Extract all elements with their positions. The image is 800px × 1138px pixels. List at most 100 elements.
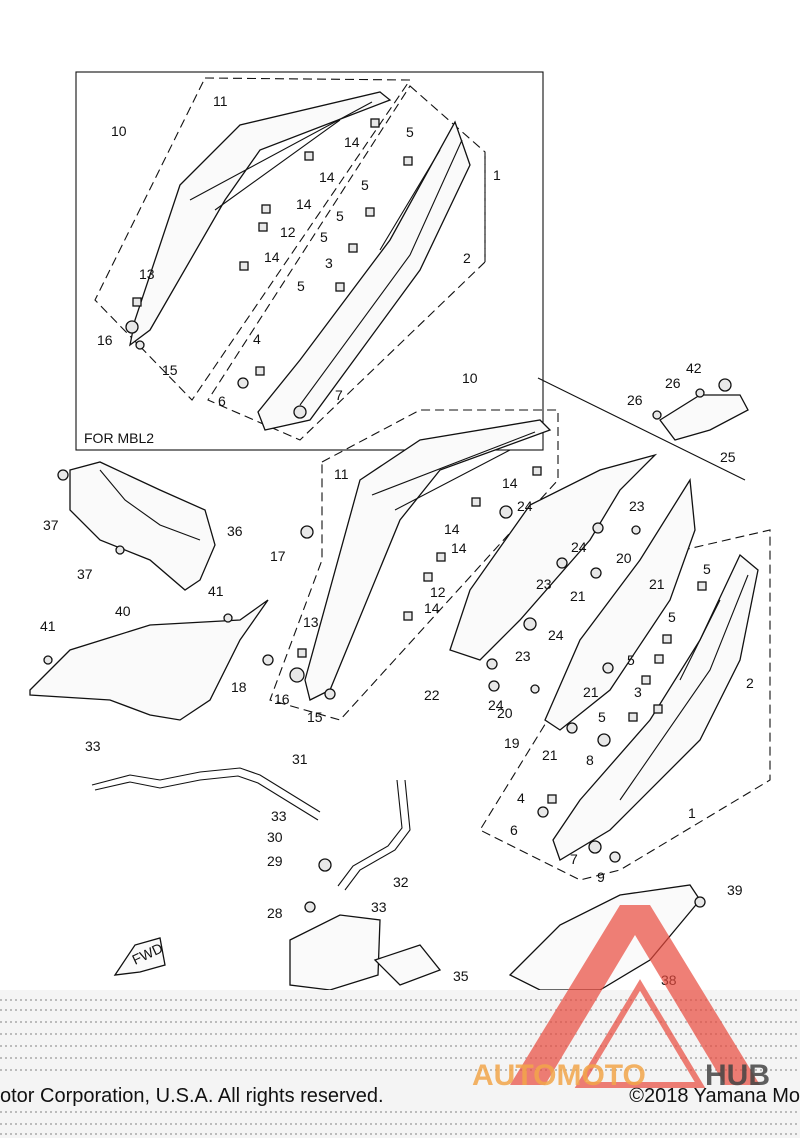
callout-5: 5 <box>320 229 328 245</box>
callout-35: 35 <box>453 968 469 984</box>
callout-26: 26 <box>665 375 681 391</box>
inset-box: FOR MBL2 <box>75 71 544 451</box>
callout-40: 40 <box>115 603 131 619</box>
callout-41: 41 <box>208 583 224 599</box>
callout-13: 13 <box>303 614 319 630</box>
hose-32 <box>344 779 411 891</box>
callout-2: 2 <box>746 675 754 691</box>
inset-side-cover-right-edges <box>299 139 463 406</box>
callout-16: 16 <box>97 332 113 348</box>
callout-5: 5 <box>668 609 676 625</box>
footer-band: otor Corporation, U.S.A. All rights rese… <box>0 990 800 1138</box>
side-cover-1 <box>552 553 759 861</box>
callout-23: 23 <box>515 648 531 664</box>
inset-side-cover-left-edges <box>189 101 373 211</box>
callout-33: 33 <box>85 738 101 754</box>
callout-24: 24 <box>517 498 533 514</box>
inner-bracket-22 <box>449 453 658 661</box>
callout-4: 4 <box>253 331 261 347</box>
callout-14: 14 <box>444 521 460 537</box>
callout-24: 24 <box>488 697 504 713</box>
callout-26: 26 <box>627 392 643 408</box>
callout-30: 30 <box>267 829 283 845</box>
inset-group-outline-left <box>94 77 412 401</box>
callout-9: 9 <box>597 869 605 885</box>
callout-2: 2 <box>463 250 471 266</box>
seat-cowl <box>69 461 216 591</box>
callout-24: 24 <box>571 539 587 555</box>
callout-6: 6 <box>510 822 518 838</box>
callout-5: 5 <box>406 124 414 140</box>
leader-25 <box>537 377 746 481</box>
callout-14: 14 <box>424 600 440 616</box>
callout-12: 12 <box>430 584 446 600</box>
group-outline-cover-right <box>479 529 771 881</box>
watermark-text-2: HUB <box>705 1059 770 1092</box>
inset-group-outline-center <box>207 85 486 441</box>
callout-19: 19 <box>504 735 520 751</box>
canister <box>289 914 381 991</box>
callout-8: 8 <box>586 752 594 768</box>
fwd-arrow: FWD <box>113 937 166 976</box>
callout-7: 7 <box>335 387 343 403</box>
callout-11: 11 <box>213 93 228 109</box>
callout-33: 33 <box>371 899 387 915</box>
callout-23: 23 <box>536 576 552 592</box>
bracket-35 <box>373 944 442 986</box>
callout-5: 5 <box>598 709 606 725</box>
callout-16: 16 <box>274 691 290 707</box>
callout-14: 14 <box>344 134 360 150</box>
callout-10: 10 <box>462 370 478 386</box>
callout-7: 7 <box>570 851 578 867</box>
side-cover-1-edges <box>619 574 749 801</box>
callout-32: 32 <box>393 874 409 890</box>
inset-fasteners <box>125 118 413 419</box>
callout-14: 14 <box>502 475 518 491</box>
watermark-logo: AUTOMOTO HUB <box>472 905 770 1092</box>
inset-caption: FOR MBL2 <box>84 430 154 446</box>
watermark-text-1: AUTOMOTO <box>472 1059 646 1092</box>
callout-33: 33 <box>271 808 287 824</box>
callout-4: 4 <box>517 790 525 806</box>
side-cover-10 <box>304 419 552 701</box>
callout-24: 24 <box>548 627 564 643</box>
callout-37: 37 <box>77 566 93 582</box>
callout-10: 10 <box>111 123 127 139</box>
main-assembly: FWD <box>29 377 771 991</box>
callout-1: 1 <box>493 167 501 183</box>
callout-5: 5 <box>703 561 711 577</box>
inset-side-cover-right <box>257 120 471 431</box>
callout-41: 41 <box>40 618 56 634</box>
callout-6: 6 <box>218 393 226 409</box>
callout-15: 15 <box>162 362 178 378</box>
callout-5: 5 <box>297 278 305 294</box>
callout-11: 11 <box>334 466 349 482</box>
callout-18: 18 <box>231 679 247 695</box>
group-outline-cover-left <box>269 409 559 721</box>
callout-20: 20 <box>616 550 632 566</box>
callout-3: 3 <box>325 255 333 271</box>
callout-5: 5 <box>336 208 344 224</box>
callout-21: 21 <box>583 684 599 700</box>
callout-14: 14 <box>264 249 280 265</box>
callout-39: 39 <box>727 882 743 898</box>
callout-42: 42 <box>686 360 702 376</box>
footer-left-text: otor Corporation, U.S.A. All rights rese… <box>0 1085 384 1107</box>
callout-5: 5 <box>627 652 635 668</box>
frame-19 <box>544 478 696 731</box>
seat-cowl-edge <box>99 469 201 541</box>
callout-1: 1 <box>688 805 696 821</box>
watermark-triangle <box>510 905 760 1085</box>
side-cover-40 <box>29 599 269 721</box>
callout-5: 5 <box>361 177 369 193</box>
tail-cap-25 <box>659 394 749 441</box>
callout-14: 14 <box>319 169 335 185</box>
callout-25: 25 <box>720 449 736 465</box>
callout-14: 14 <box>296 196 312 212</box>
callout-12: 12 <box>280 224 296 240</box>
callout-31: 31 <box>292 751 308 767</box>
watermark-inner-triangle <box>574 979 706 1088</box>
callout-36: 36 <box>227 523 243 539</box>
